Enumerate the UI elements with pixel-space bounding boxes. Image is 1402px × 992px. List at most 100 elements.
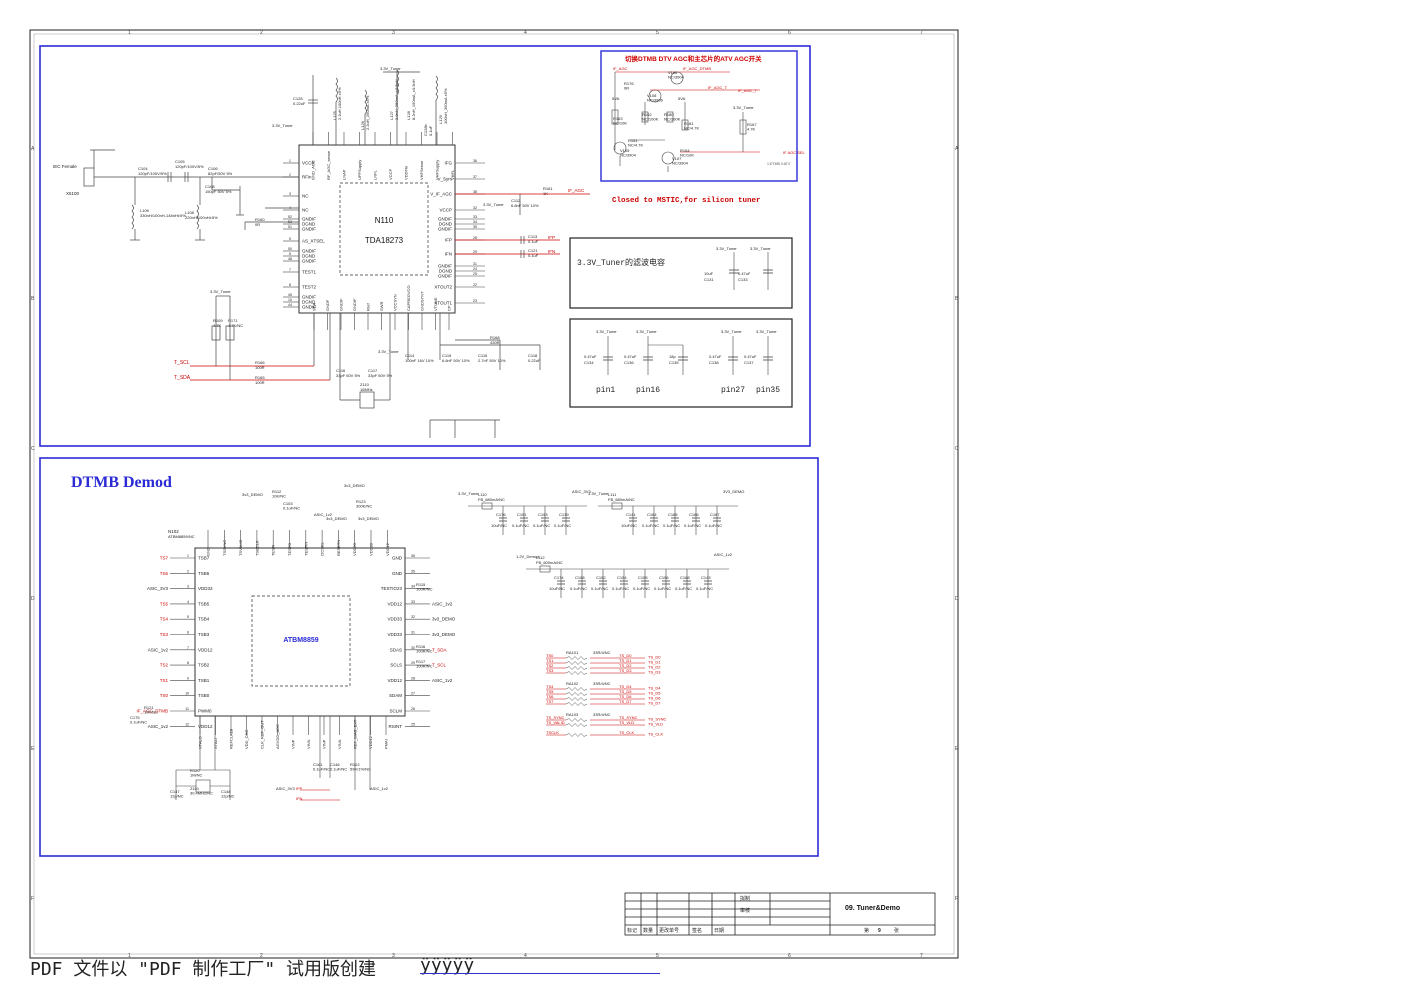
tuner-pin-number: 52	[288, 215, 292, 219]
tuner-pin-name: DGND	[302, 300, 316, 305]
supply-label: 3v3_DEMO	[326, 516, 347, 521]
component-ref: R180	[664, 112, 674, 117]
supply-label: 3.3V_Tuner	[483, 202, 504, 207]
component-ref: Z110	[360, 382, 370, 387]
rf-input-network	[83, 149, 299, 241]
array-resistor	[565, 723, 588, 727]
array-output-net: TS_D0	[619, 653, 632, 658]
demod-pin-name: TSB5	[198, 601, 210, 606]
connector-ref: X5100	[66, 191, 80, 196]
demod-ic: ATBM8859 N102 ATBM8859/NC	[168, 529, 406, 717]
array-output-port: TS_D2	[648, 665, 661, 670]
demod-pin-name: VDD12	[387, 678, 402, 683]
supply-label: 3.3V_Tuner	[272, 123, 293, 128]
cap-ref: C176	[496, 512, 506, 517]
net-t-scl: T_SCL	[174, 360, 190, 366]
array-output-port: TS_D0	[648, 655, 661, 660]
component-value: 100R	[255, 365, 265, 370]
component-value: 33pF 50V 5%	[368, 373, 393, 378]
tuner-pin-name: CP	[447, 305, 452, 311]
tuner-pin-name: TEST1	[302, 270, 317, 275]
tuner-pin-number: 31	[473, 262, 477, 266]
component-value: 6.8nF 50V 10%	[442, 358, 470, 363]
cap-value: 10uF/NC	[621, 523, 637, 528]
array-output-net: TS_D1	[619, 658, 632, 663]
component-value: 4.7K	[747, 127, 756, 132]
component-ref: L128	[406, 110, 411, 120]
frame-tick-bottom: 4	[524, 953, 527, 959]
array-input-net: TS7	[546, 699, 554, 704]
frame-tick-top: 2	[260, 30, 263, 36]
component-ref: C128b	[423, 123, 428, 136]
array-resistor	[565, 666, 588, 670]
tuner-pin-number: 7	[289, 268, 291, 272]
array-value: 33R/4/NC	[593, 650, 611, 655]
pin-cap-box	[569, 318, 793, 408]
component-ref: R160	[255, 217, 265, 222]
array-output-port: TS_D4	[648, 686, 661, 691]
component-value: NC/10K	[613, 121, 627, 126]
frame-tick-bottom: 3	[392, 953, 395, 959]
array-output-port: TS_D7	[648, 701, 661, 706]
component-ref: L129	[438, 114, 443, 124]
demod-crystal	[175, 716, 371, 801]
demod-pin-name: GND	[392, 556, 403, 561]
component-value: 2.7nF 50V 10%	[478, 358, 506, 363]
component-ref: R181	[684, 121, 694, 126]
demod-pin-name: TSB4	[198, 617, 210, 622]
demod-pin-name: TESTO	[287, 543, 292, 556]
array-output-port: TS_D1	[648, 660, 661, 665]
demod-pin-net: TS1	[160, 678, 169, 683]
array-input-net: TS0	[546, 653, 554, 658]
tuner-pin-name: IFG	[445, 161, 453, 166]
frame-tick-top: 1	[128, 30, 131, 36]
agc-net-label: IF_AGC_T	[738, 88, 758, 93]
tuner-pin-name: VDDFhi	[404, 166, 409, 180]
demod-pin-name: GND	[206, 547, 211, 556]
sheet-num: 9	[878, 928, 881, 934]
cap-pin-label: pin35	[756, 386, 780, 395]
demod-pin-name: VDD12	[198, 647, 213, 652]
pdf-footer-link[interactable]: ÿÿÿÿÿ	[420, 955, 475, 976]
tuner-pin-name: GNDIF	[302, 259, 316, 264]
frame-tick-left: C	[31, 446, 35, 452]
tuner-pin-name: DGND	[302, 254, 316, 259]
component-ref: C114	[405, 353, 415, 358]
tuner-pin-number: 23	[473, 299, 477, 303]
array-input-net: TS3	[546, 668, 554, 673]
bead-ref: L111	[608, 492, 617, 497]
component-value: NC/3904	[672, 161, 689, 166]
cap-value: 0.1uF/NC	[554, 523, 571, 528]
mstic-note: Closed to MSTIC,for silicon tuner	[612, 197, 761, 205]
bead-value: FB_680mA/NC	[478, 497, 505, 502]
tuner-pin-name: LNAP	[342, 169, 347, 180]
component-ref: R164	[680, 148, 690, 153]
cap-ref: C153	[538, 512, 548, 517]
frame-tick-bottom: 6	[788, 953, 791, 959]
demod-block-border	[39, 457, 819, 857]
component-value: 0.1uF/NC	[330, 767, 347, 772]
array-resistor	[565, 702, 588, 706]
cap-value: 10uF/NC	[491, 523, 507, 528]
component-value: 0.22uF	[293, 101, 306, 106]
demod-pin-number: 7	[187, 646, 189, 650]
cap-value: 0.1uF/NC	[696, 586, 713, 591]
demod-pin-number: 27	[411, 692, 415, 696]
agc-switch-box	[600, 50, 798, 182]
demod-pin-name: VINP	[322, 739, 327, 749]
demod-pin-net: 3v3_DEMO	[432, 632, 456, 637]
demod-pin-net: TS5	[160, 601, 169, 606]
tuner-pin-name: GND_AGC	[311, 160, 316, 180]
supply-label: 3.3V_Tuner	[378, 349, 399, 354]
tuner-pin-number: 50	[288, 247, 292, 251]
title-column: 日期	[714, 928, 724, 934]
component-value: 12p/NC	[170, 794, 184, 799]
tuner-bottom-network	[190, 295, 541, 438]
component-ref: C116	[336, 368, 346, 373]
tuner-pin-number: 25	[473, 272, 477, 276]
cap-ref: C143	[701, 575, 711, 580]
cap-value: 0.1uF/NC	[533, 523, 550, 528]
